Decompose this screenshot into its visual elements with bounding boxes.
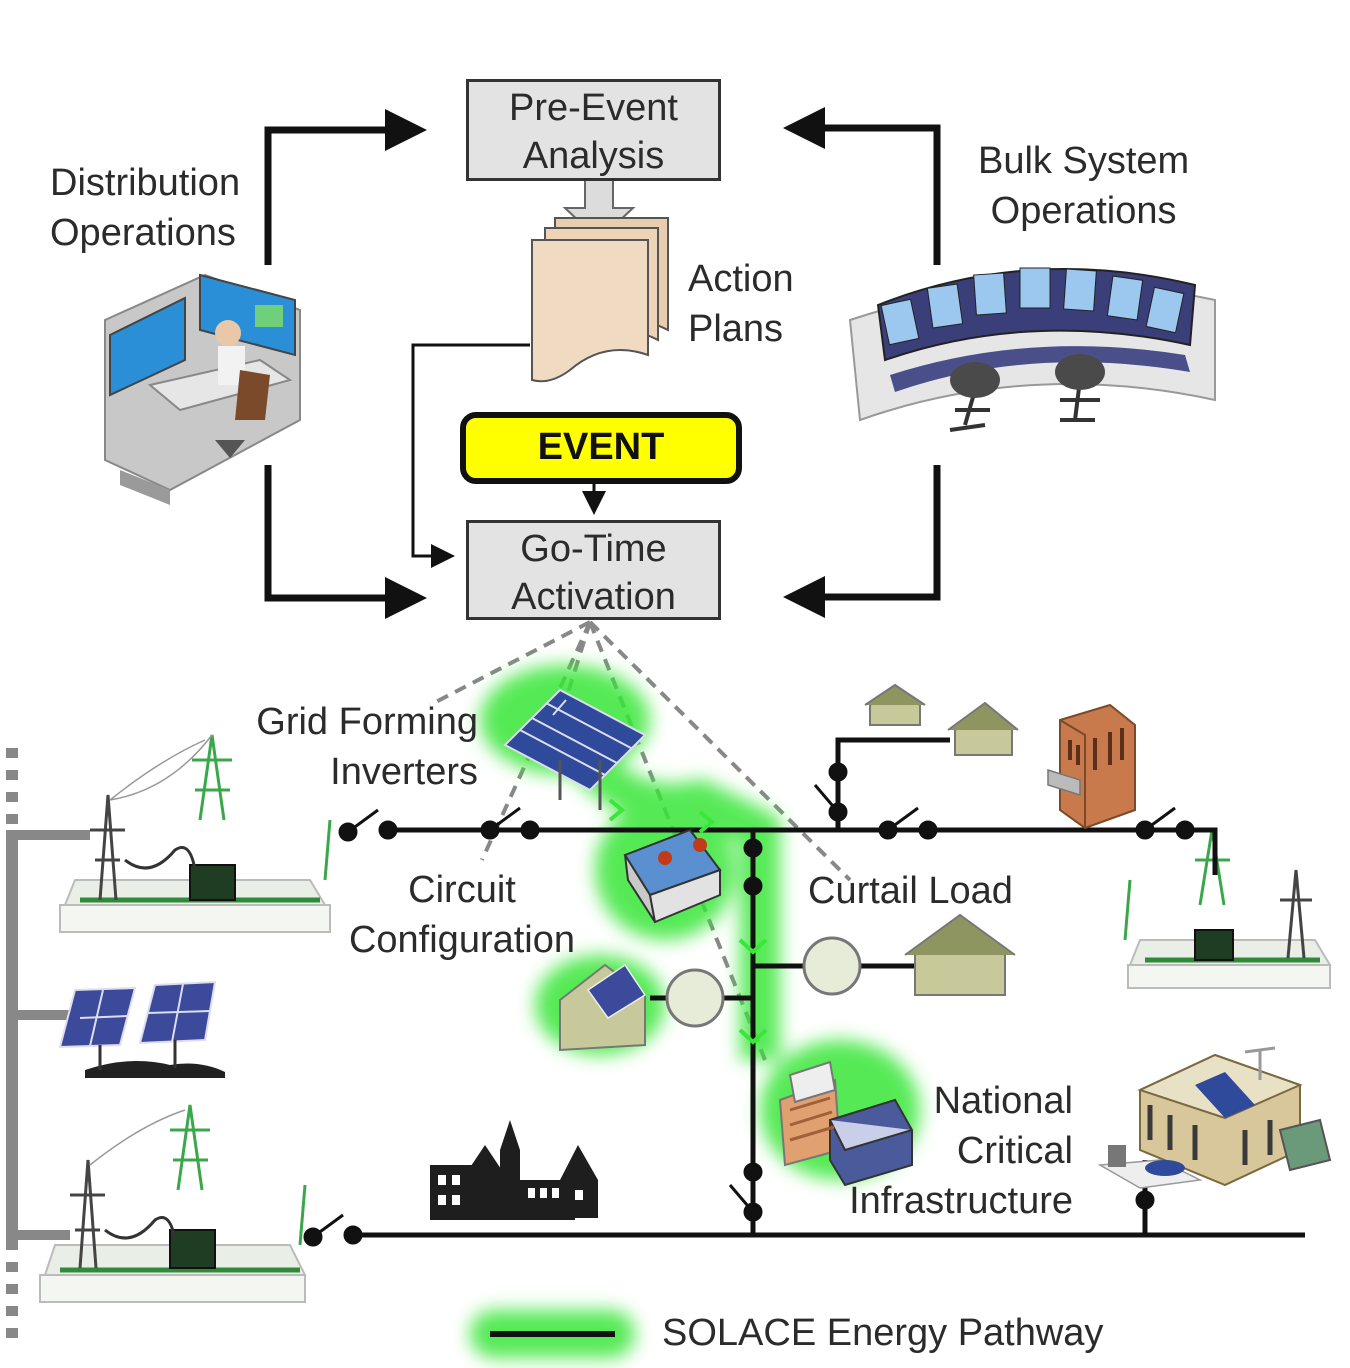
bulk-control-room-icon: [848, 267, 1216, 432]
grid-forming-line-1: Grid Forming: [256, 701, 478, 743]
solar-farm-icon: [58, 980, 225, 1078]
pathway-chevrons: [608, 798, 768, 1045]
nci-line-2: Critical: [956, 1130, 1073, 1172]
arrow-bulk-to-pre: [783, 107, 941, 265]
house-icons: [559, 683, 1019, 1052]
curtail-load-label: Curtail Load: [808, 870, 1013, 912]
circuit-configuration-label: Circuit Configuration: [336, 865, 588, 965]
nci-line-1: National: [933, 1080, 1073, 1122]
critical-facility-icon: [778, 1060, 913, 1187]
feeder-lines: [350, 737, 1305, 1238]
action-plans-line-2: Plans: [688, 308, 784, 350]
pre-event-line-2: Analysis: [522, 135, 665, 177]
house-solar: [559, 963, 647, 1052]
office-building-icon: [1047, 703, 1136, 830]
distribution-operator-icon: [104, 273, 301, 505]
national-critical-infrastructure-label: National Critical Infrastructure: [825, 1076, 1073, 1226]
action-plans-icon: [531, 217, 669, 383]
arrow-dist-to-go: [264, 465, 427, 619]
action-plans-line-1: Action: [688, 258, 794, 300]
grid-forming-inverters-label: Grid Forming Inverters: [230, 697, 478, 797]
circuit-config-line-2: Configuration: [348, 919, 576, 961]
distribution-operations-label: Distribution Operations: [50, 158, 240, 258]
town-icon: [430, 1120, 598, 1220]
legend-label: SOLACE Energy Pathway: [662, 1312, 1104, 1354]
go-time-line-1: Go-Time: [520, 528, 667, 570]
substation-upper-left: [59, 734, 332, 933]
event-label: EVENT: [537, 426, 665, 468]
go-time-line-2: Activation: [511, 576, 676, 618]
action-plans-label: Action Plans: [688, 254, 794, 354]
house-small-2: [947, 701, 1019, 756]
pre-event-line-1: Pre-Event: [509, 87, 678, 129]
meter-icons: [665, 936, 862, 1028]
arrow-plans-to-go: [411, 343, 530, 568]
bulk-label-line-2: Operations: [990, 190, 1177, 232]
campus-microgrid-icon: [1097, 1046, 1332, 1189]
event-box: EVENT: [460, 412, 742, 484]
substation-lower-left: [39, 1104, 307, 1303]
bulk-label-line-1: Bulk System: [978, 140, 1190, 182]
legend-swatch: [470, 1310, 635, 1358]
arrow-bulk-to-go: [783, 465, 941, 618]
substation-right: [1123, 829, 1332, 989]
go-time-activation-box: Go-Time Activation: [466, 520, 721, 620]
flow-arrows: [264, 107, 941, 619]
battery-icon: [623, 828, 722, 924]
nci-line-3: Infrastructure: [849, 1180, 1073, 1222]
grid-forming-line-2: Inverters: [330, 751, 478, 793]
bulk-system-operations-label: Bulk System Operations: [978, 136, 1189, 236]
house-curtail: [904, 913, 1016, 996]
distribution-label-line-1: Distribution: [50, 162, 241, 204]
circuit-config-line-1: Circuit: [408, 869, 516, 911]
arrow-dist-to-pre: [264, 109, 427, 265]
house-small-1: [864, 683, 926, 726]
solar-tracker-icon: [503, 688, 647, 810]
pre-event-analysis-box: Pre-Event Analysis: [466, 79, 721, 181]
distribution-label-line-2: Operations: [50, 212, 236, 254]
